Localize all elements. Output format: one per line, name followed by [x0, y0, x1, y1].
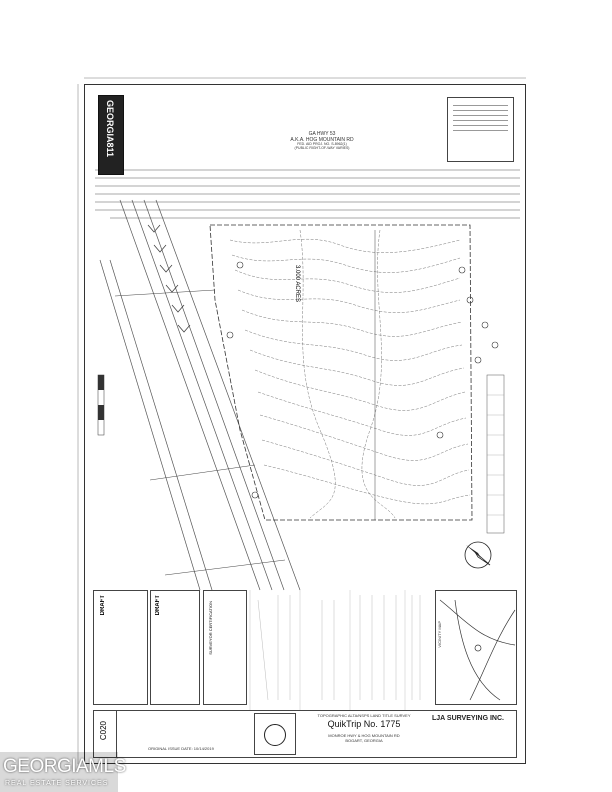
draft-label-left: DRAFT: [100, 595, 106, 616]
road-name-1: GA HWY 53: [308, 131, 336, 137]
firm-cell: LJA SURVEYING INC.: [432, 715, 516, 722]
vicinity-map-title: VICINITY MAP: [437, 621, 442, 648]
draft-stamp-box: DRAFT: [93, 590, 148, 705]
draft-label-middle: DRAFT: [155, 595, 161, 616]
vicinity-map: VICINITY MAP: [435, 590, 517, 705]
firm-name: LJA SURVEYING INC.: [432, 715, 504, 722]
sheet-number-cell: C020: [94, 711, 117, 757]
sheet-number: C020: [99, 721, 108, 741]
survey-type: TOPOGRAPHIC ALTA/NSPS LAND TITLE SURVEY: [317, 713, 411, 718]
title-block: C020 ORIGINAL ISSUE DATE: 10/14/2019 TOP…: [93, 710, 517, 758]
legend-box: [447, 97, 514, 162]
georgia811-logo: GEORGIA811: [98, 95, 124, 175]
georgiamls-logo: GEORGIAMLS: [3, 756, 126, 777]
qt-seal-icon: [264, 724, 286, 746]
road-reference: FED. AID PROJ. NO. S-8962(1): [297, 142, 347, 146]
site-acreage: 3.000 ACRES: [294, 265, 300, 303]
project-location-2: BOGART, GEORGIA: [345, 738, 383, 743]
issue-date: ORIGINAL ISSUE DATE: 10/14/2019: [148, 746, 214, 751]
road-name-2: A.K.A. HOG MOUNTAIN RD: [290, 136, 354, 143]
surveyor-certification-box: SURVEYOR CERTIFICATION: [203, 590, 247, 705]
watermark-band: [0, 752, 118, 792]
road-right-of-way: (PUBLIC RIGHT-OF-WAY VARIES): [294, 145, 350, 150]
seal-cell: [254, 713, 296, 755]
surveyor-certification-label: SURVEYOR CERTIFICATION: [208, 601, 213, 655]
project-title-cell: TOPOGRAPHIC ALTA/NSPS LAND TITLE SURVEY …: [304, 713, 424, 743]
georgiamls-tagline: REAL ESTATE SERVICES: [5, 780, 109, 787]
project-name: QuikTrip No. 1775: [327, 719, 401, 729]
road-label-block: GA HWY 53 A.K.A. HOG MOUNTAIN RD FED. AI…: [282, 131, 362, 151]
certification-box: DRAFT: [150, 590, 200, 705]
georgia811-text: GEORGIA811: [105, 100, 115, 158]
project-location-1: MONROE HWY & HOG MOUNTAIN RD: [328, 733, 400, 738]
